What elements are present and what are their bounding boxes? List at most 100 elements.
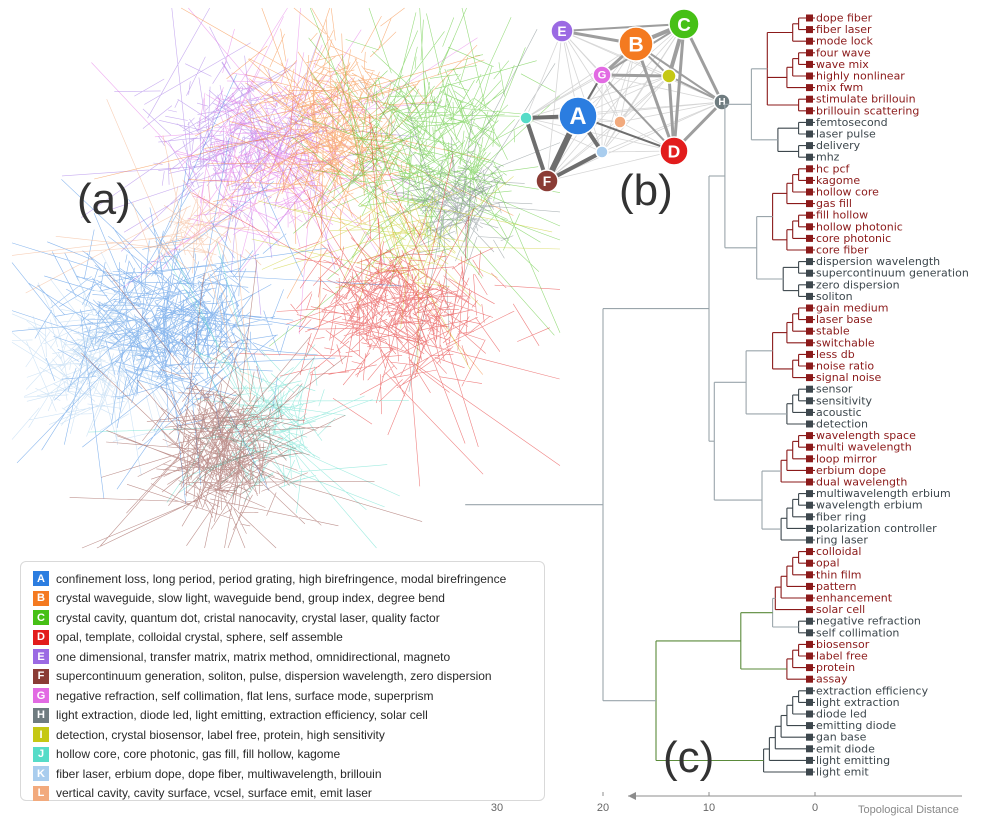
leaf-marker: [806, 84, 813, 92]
graph-edge-strong: [672, 22, 686, 153]
axis-arrow-icon: [628, 792, 636, 800]
leaf-marker: [806, 756, 813, 764]
graph-node-label: E: [557, 24, 566, 39]
dendrogram-leaf: stable: [806, 325, 850, 338]
leaf-marker: [806, 72, 813, 80]
legend-badge: L: [33, 785, 49, 801]
leaf-label: gas fill: [816, 197, 852, 210]
graph-node-label: G: [598, 70, 607, 82]
leaf-label: supercontinuum generation: [816, 267, 969, 280]
dendrogram-leaf: wave mix: [806, 58, 869, 71]
legend-terms: light extraction, diode led, light emitt…: [56, 708, 428, 723]
leaf-marker: [806, 118, 813, 126]
graph-edge: [601, 75, 670, 153]
leaf-marker: [806, 710, 813, 718]
dendrogram-leaf: detection: [806, 418, 868, 431]
graph-edge: [561, 30, 621, 123]
legend-terms: hollow core, core photonic, gas fill, fi…: [56, 747, 341, 762]
dendrogram-leaf: gan base: [806, 731, 867, 744]
leaf-marker: [806, 165, 813, 173]
leaf-marker: [806, 60, 813, 68]
leaf-marker: [806, 188, 813, 196]
leaf-label: colloidal: [816, 545, 861, 558]
dendrogram-leaf: dual wavelength: [806, 476, 907, 489]
leaf-label: highly nonlinear: [816, 70, 905, 83]
dendrogram-leaf: core fiber: [806, 244, 869, 257]
leaf-label: loop mirror: [816, 452, 877, 465]
leaf-label: dispersion wavelength: [816, 255, 940, 268]
dendrogram-leaf: diode led: [806, 708, 867, 721]
graph-node-l: [613, 115, 627, 129]
panel-label-a: (a): [77, 175, 131, 224]
leaf-marker: [806, 640, 813, 648]
dendrogram-leaf: multiwavelength erbium: [806, 487, 951, 500]
legend-badge: D: [33, 629, 49, 645]
leaf-marker: [806, 49, 813, 57]
legend-terms: vertical cavity, cavity surface, vcsel, …: [56, 786, 372, 801]
leaf-label: emitting diode: [816, 719, 896, 732]
dendrogram-leaf: multi wavelength: [806, 441, 912, 454]
axis-tick-label: 10: [703, 802, 715, 814]
graph-edge: [577, 23, 685, 117]
graph-node-f: F: [535, 169, 559, 193]
leaf-marker: [806, 95, 813, 103]
dendrogram-leaf: pattern: [806, 580, 856, 593]
graph-node-b: B: [618, 26, 654, 62]
dendrogram-leaf: soliton: [806, 290, 853, 303]
leaf-marker: [806, 292, 813, 300]
dendrogram-leaf: mix fwm: [806, 81, 863, 94]
dendrogram-leaf: emit diode: [806, 742, 875, 755]
dendrogram-leaf: erbium dope: [806, 464, 886, 477]
dendrogram-leaf: negative refraction: [806, 615, 921, 628]
legend-badge: K: [33, 766, 49, 782]
leaf-marker: [806, 130, 813, 138]
leaf-label: noise ratio: [816, 360, 874, 373]
legend-terms: one dimensional, transfer matrix, matrix…: [56, 649, 451, 664]
leaf-label: multi wavelength: [816, 441, 912, 454]
leaf-label: wavelength erbium: [816, 499, 923, 512]
leaf-label: wavelength space: [816, 429, 916, 442]
leaf-label: fill hollow: [816, 209, 868, 222]
dendrogram-leaf: colloidal: [806, 545, 861, 558]
leaf-label: laser pulse: [816, 128, 876, 141]
leaf-label: fiber ring: [816, 510, 866, 523]
leaf-label: thin film: [816, 568, 862, 581]
graph-edge: [561, 30, 603, 153]
graph-node-e: E: [550, 19, 574, 43]
leaf-marker: [806, 200, 813, 208]
dendrogram-leaf: acoustic: [806, 406, 862, 419]
leaf-label: fiber laser: [816, 23, 872, 36]
dendrogram-leaf: label free: [806, 650, 868, 663]
graph-node-a: A: [558, 96, 598, 136]
graph-node-i: [661, 68, 677, 84]
legend-terms: supercontinuum generation, soliton, puls…: [56, 669, 492, 684]
leaf-marker: [806, 153, 813, 161]
leaf-label: core fiber: [816, 244, 869, 257]
graph-node-d: D: [659, 136, 689, 166]
leaf-marker: [806, 107, 813, 115]
graph-edge: [546, 150, 675, 182]
leaf-marker: [806, 176, 813, 184]
leaf-marker: [806, 443, 813, 451]
graph-edges: [524, 22, 724, 184]
leaf-label: mode lock: [816, 35, 874, 48]
leaf-marker: [806, 385, 813, 393]
leaf-marker: [806, 374, 813, 382]
dendrogram-leaf: delivery: [806, 139, 861, 152]
dendrogram-leaf: less db: [806, 348, 855, 361]
leaf-label: mhz: [816, 151, 840, 164]
leaf-label: sensor: [816, 383, 853, 396]
leaf-label: self collimation: [816, 626, 899, 639]
leaf-marker: [806, 768, 813, 776]
leaf-label: soliton: [816, 290, 853, 303]
graph-node-h: H: [713, 93, 731, 111]
leaf-label: erbium dope: [816, 464, 886, 477]
